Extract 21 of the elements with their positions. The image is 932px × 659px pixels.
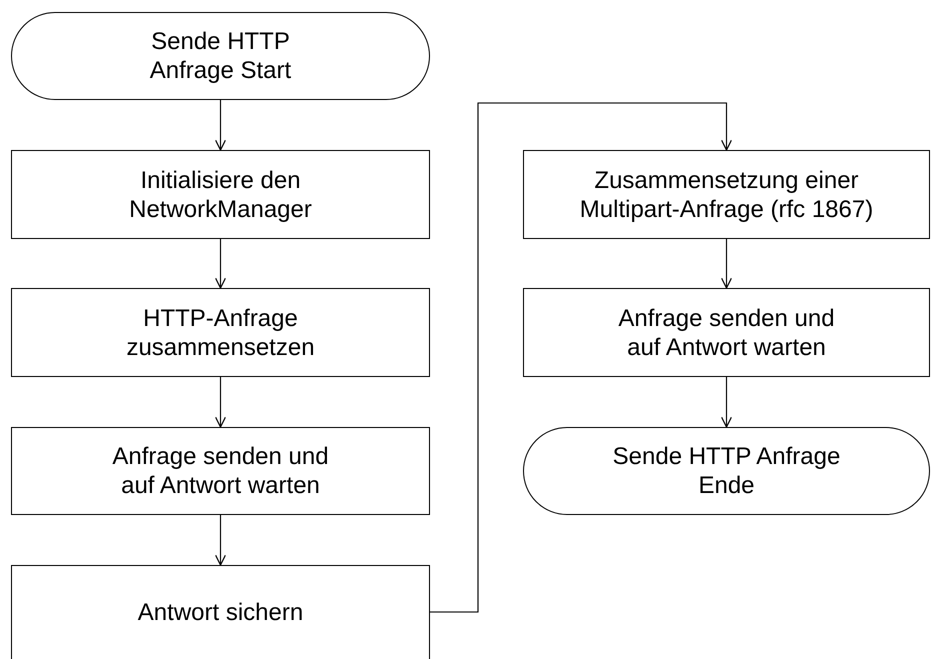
step-label: Sende HTTP Anfrage Ende — [612, 442, 842, 500]
step-label: Sende HTTP Anfrage Start — [148, 27, 292, 85]
process-box — [11, 427, 430, 515]
arrow — [214, 377, 226, 428]
step-label: Initialisiere den NetworkManager — [128, 166, 313, 224]
process-box — [523, 150, 930, 239]
arrow — [430, 102, 732, 613]
process-box — [523, 288, 930, 377]
step-label: Anfrage senden und auf Antwort warten — [111, 442, 330, 500]
arrow — [214, 515, 226, 566]
process-box — [11, 150, 430, 239]
step-label: Anfrage senden und auf Antwort warten — [617, 304, 836, 362]
arrow — [720, 239, 732, 289]
process-box — [11, 565, 430, 659]
arrow — [720, 377, 732, 428]
step-label: HTTP-Anfrage zusammensetzen — [125, 304, 316, 362]
arrow — [214, 239, 226, 289]
step-label: Antwort sichern — [138, 598, 304, 627]
process-box — [11, 288, 430, 377]
arrow — [214, 100, 226, 151]
step-label: Zusammensetzung einer Multipart-Anfrage (rfc 1867) — [578, 166, 874, 224]
